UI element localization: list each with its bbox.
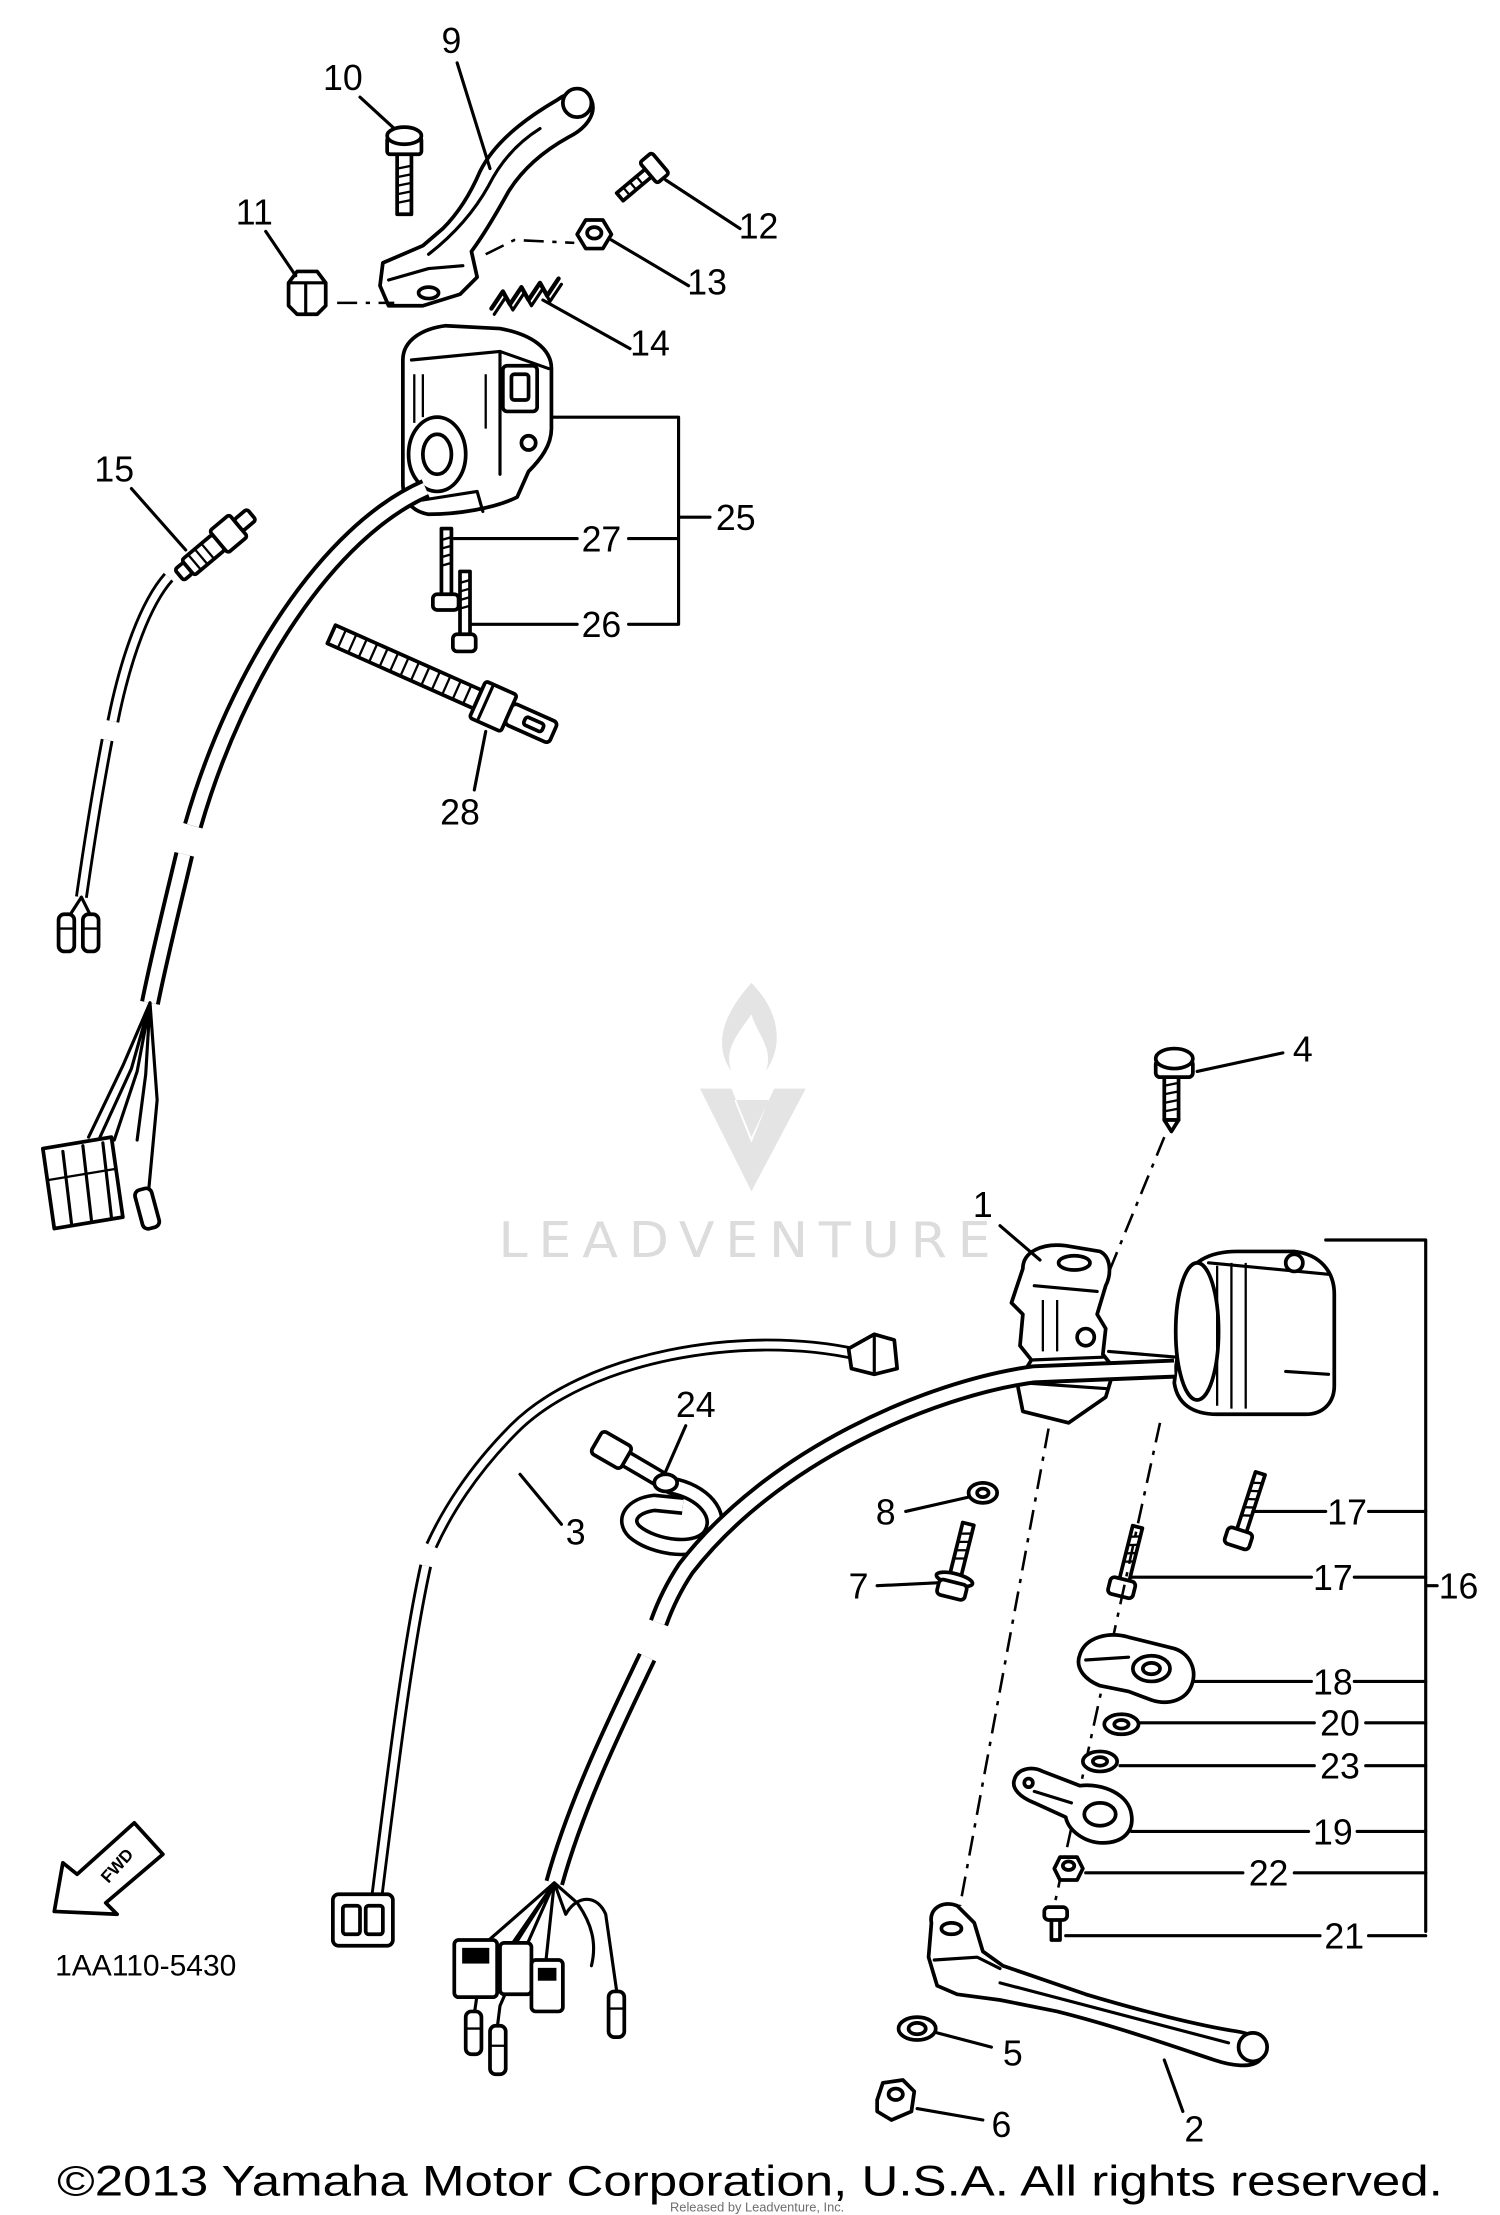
fine-print: Released by Leadventure, Inc. [670,2199,844,2214]
callout-20: 20 [1320,1704,1360,1744]
part-20-washer [1102,1712,1141,1737]
callout-10: 10 [323,58,363,98]
part-1-bracket [1009,1243,1117,1425]
part-9-lever [378,86,595,308]
part-23-washer [1081,1749,1119,1774]
callout-9: 9 [441,21,461,61]
callout-24: 24 [676,1385,716,1425]
callout-14: 14 [630,324,670,364]
callout-6: 6 [991,2105,1011,2145]
callout-28: 28 [440,792,480,832]
callout-5: 5 [1003,2034,1023,2074]
callout-1: 1 [973,1185,993,1225]
leadventure-logo-icon [700,982,806,1192]
watermark: LEADVENTURE [499,982,1002,1269]
part-17-screw [1222,1469,1267,1552]
part-25-switch-housing [401,323,554,517]
callouts: 9 10 11 12 13 14 15 25 27 26 28 4 1 3 24… [94,21,1478,2150]
callout-27: 27 [582,519,622,559]
callout-16: 16 [1439,1567,1479,1607]
part-27-screw [431,526,461,612]
callout-22: 22 [1249,1854,1289,1894]
part-22-nut [1052,1855,1085,1882]
fwd-arrow-icon: FWD [52,1821,165,1917]
callout-26: 26 [582,605,622,645]
leader-lines [129,61,1439,2122]
part-28-cable-strap [325,623,559,744]
part-7-bolt [934,1520,976,1602]
part-12-screw [614,151,670,203]
part-18-pulley-guide [1076,1633,1196,1705]
part-11-nut [286,269,328,317]
part-3-cable [331,1332,899,1948]
watermark-text: LEADVENTURE [499,1213,1002,1269]
part-13-nut [575,218,614,251]
copyright-notice: ©2013 Yamaha Motor Corporation, U.S.A. A… [57,2158,1443,2206]
callout-17: 17 [1327,1492,1367,1532]
callout-3: 3 [566,1512,586,1552]
callout-11: 11 [236,192,273,232]
part-26-screw [451,569,478,654]
alignment-line [485,238,575,256]
callout-17: 17 [1313,1558,1353,1598]
part-4-bolt [1153,1046,1195,1134]
alignment-line [958,1428,1050,1906]
diagram-code: 1AA110-5430 [55,1950,236,1983]
callout-15: 15 [94,449,134,489]
part-8-washer [966,1481,999,1505]
part-16-harness [452,1358,1175,2077]
part-5-o-ring [896,2015,938,2042]
part-15-sensor [173,508,257,582]
part-24-clamp [589,1430,724,1557]
callout-19: 19 [1313,1812,1353,1852]
callout-12: 12 [739,207,779,247]
part-19-adjuster [1011,1766,1134,1845]
part-6-nut [875,2078,917,2122]
callout-7: 7 [849,1567,869,1607]
callout-25: 25 [716,498,756,538]
part-16-switch-housing [1172,1249,1337,1417]
part-25-harness [41,479,430,1231]
callout-21: 21 [1324,1917,1364,1957]
callout-2: 2 [1184,2109,1204,2149]
part-21-bolt [1042,1905,1069,1942]
part-17-screw [1106,1523,1145,1601]
callout-13: 13 [687,262,727,302]
callout-8: 8 [876,1492,896,1532]
part-14-spring [489,276,563,316]
callout-4: 4 [1293,1029,1313,1069]
callout-23: 23 [1320,1747,1360,1787]
part-10-bolt [385,125,424,217]
part-15-wire [56,572,174,954]
part-2-lever [926,1902,1269,2068]
callout-18: 18 [1313,1662,1353,1702]
